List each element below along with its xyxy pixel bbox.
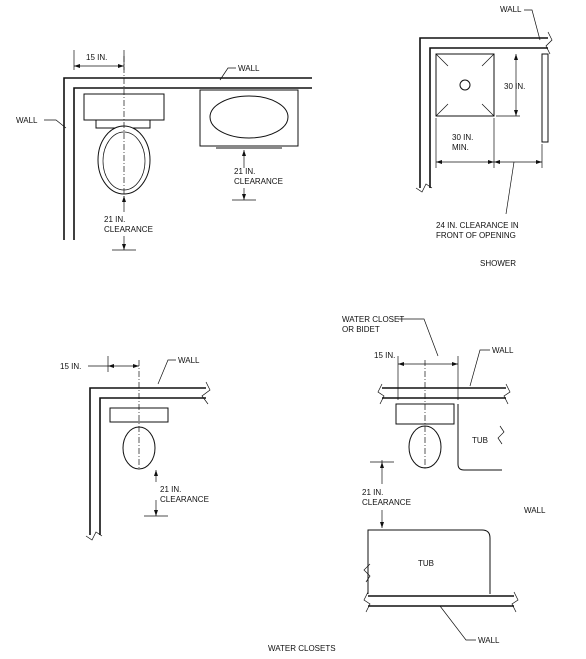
clearance-label-2: CLEARANCE <box>160 495 209 504</box>
shower-drain <box>459 79 471 91</box>
wc-bidet-label-1: WATER CLOSET <box>342 315 404 324</box>
wall-label-top: WALL <box>492 346 514 355</box>
dim-label-30-min-2: MIN. <box>452 143 469 152</box>
fixture-group-bottom-right: TUB WATER CLOSET OR BIDET 15 IN. WALL 21… <box>342 315 546 645</box>
lav-clearance-label-1: 21 IN. <box>234 167 255 176</box>
arrow-head <box>514 54 518 60</box>
wall-leader <box>157 359 176 385</box>
arrow-head <box>380 522 384 528</box>
arrow-head <box>380 462 384 468</box>
clearance-label-1: 21 IN. <box>362 488 383 497</box>
fixture-group-top-left: 15 IN. WALL WALL 21 IN. CLEARANCE 21 IN.… <box>16 50 312 251</box>
fixture-group-shower: WALL 30 IN. 30 IN. MIN. 24 IN. CLEARANCE… <box>415 5 553 268</box>
shower-clearance-label-1: 24 IN. CLEARANCE IN <box>436 221 519 230</box>
wc-clearance-label-2: CLEARANCE <box>104 225 153 234</box>
wall-line-outer <box>89 387 206 535</box>
arrow-head <box>242 194 246 200</box>
arrow-head <box>536 160 542 164</box>
arrow-head <box>122 196 126 202</box>
arrow-head <box>514 110 518 116</box>
shower-wall-label: WALL <box>500 5 522 14</box>
wall-line-inner <box>99 397 206 535</box>
wall-line-inner <box>73 87 312 240</box>
shower-slope-line <box>435 103 449 117</box>
wall-break-mark <box>415 183 433 193</box>
wall-break-mark <box>201 381 211 405</box>
wall-break-mark <box>511 591 519 613</box>
tub-lower <box>367 529 491 594</box>
wall-leader <box>44 119 67 129</box>
arrow-head <box>133 364 139 368</box>
wall-label-left: WALL <box>16 116 38 125</box>
dim-label-30-depth: 30 IN. <box>504 82 525 91</box>
arrow-head <box>122 244 126 250</box>
shower-partition <box>541 53 549 143</box>
shower-wall-outer <box>419 37 548 188</box>
lav-clearance-label-2: CLEARANCE <box>234 177 283 186</box>
arrow-head <box>494 160 500 164</box>
shower-wall-inner <box>429 47 548 188</box>
clearance-label-2: CLEARANCE <box>362 498 411 507</box>
arrow-head <box>242 150 246 156</box>
clearance-label-1: 21 IN. <box>160 485 181 494</box>
arrow-head <box>452 362 458 366</box>
tub-upper <box>457 404 502 471</box>
wall-leader <box>439 605 476 641</box>
wall-leader <box>219 67 236 81</box>
arrow-head <box>154 510 158 516</box>
shower-caption: SHOWER <box>480 259 516 268</box>
wall-break-mark <box>363 563 371 583</box>
wall-break-mark <box>85 531 103 541</box>
dim-label-15: 15 IN. <box>60 362 81 371</box>
wc-leader <box>398 318 439 357</box>
wall-label-top: WALL <box>238 64 260 73</box>
dim-label-15: 15 IN. <box>86 53 107 62</box>
shower-slope-line <box>435 53 449 67</box>
wall-label-bottom: WALL <box>478 636 500 645</box>
shower-slope-line <box>481 53 495 67</box>
wc-clearance-label-1: 21 IN. <box>104 215 125 224</box>
tub-upper-label: TUB <box>472 436 488 445</box>
clearance-leader <box>505 161 515 215</box>
wc-bidet-label-2: OR BIDET <box>342 325 380 334</box>
arrow-head <box>118 64 124 68</box>
dim-label-30-min-1: 30 IN. <box>452 133 473 142</box>
figure-caption: WATER CLOSETS <box>268 644 336 653</box>
wall-label-side: WALL <box>524 506 546 515</box>
wall-label: WALL <box>178 356 200 365</box>
wall-leader <box>469 349 490 387</box>
wall-break-mark <box>377 383 385 405</box>
wall-break-mark <box>497 425 505 445</box>
dim-label-15: 15 IN. <box>374 351 395 360</box>
shower-clearance-label-2: FRONT OF OPENING <box>436 231 516 240</box>
arrow-head <box>436 160 442 164</box>
arrow-head <box>74 64 80 68</box>
wall-break-mark <box>503 383 511 405</box>
arrow-head <box>154 470 158 476</box>
wall-break-mark <box>363 591 371 613</box>
wall-break-mark <box>545 31 553 55</box>
arrow-head <box>488 160 494 164</box>
shower-slope-line <box>481 103 495 117</box>
tub-lower-label: TUB <box>418 559 434 568</box>
arrow-head <box>398 362 404 366</box>
wall-line-outer <box>63 77 312 240</box>
wall-leader <box>524 9 541 41</box>
lavatory-basin <box>209 95 289 139</box>
arrow-head <box>108 364 114 368</box>
shower-floor <box>435 53 495 117</box>
fixture-group-bottom-left: 15 IN. WALL 21 IN. CLEARANCE <box>60 356 211 541</box>
